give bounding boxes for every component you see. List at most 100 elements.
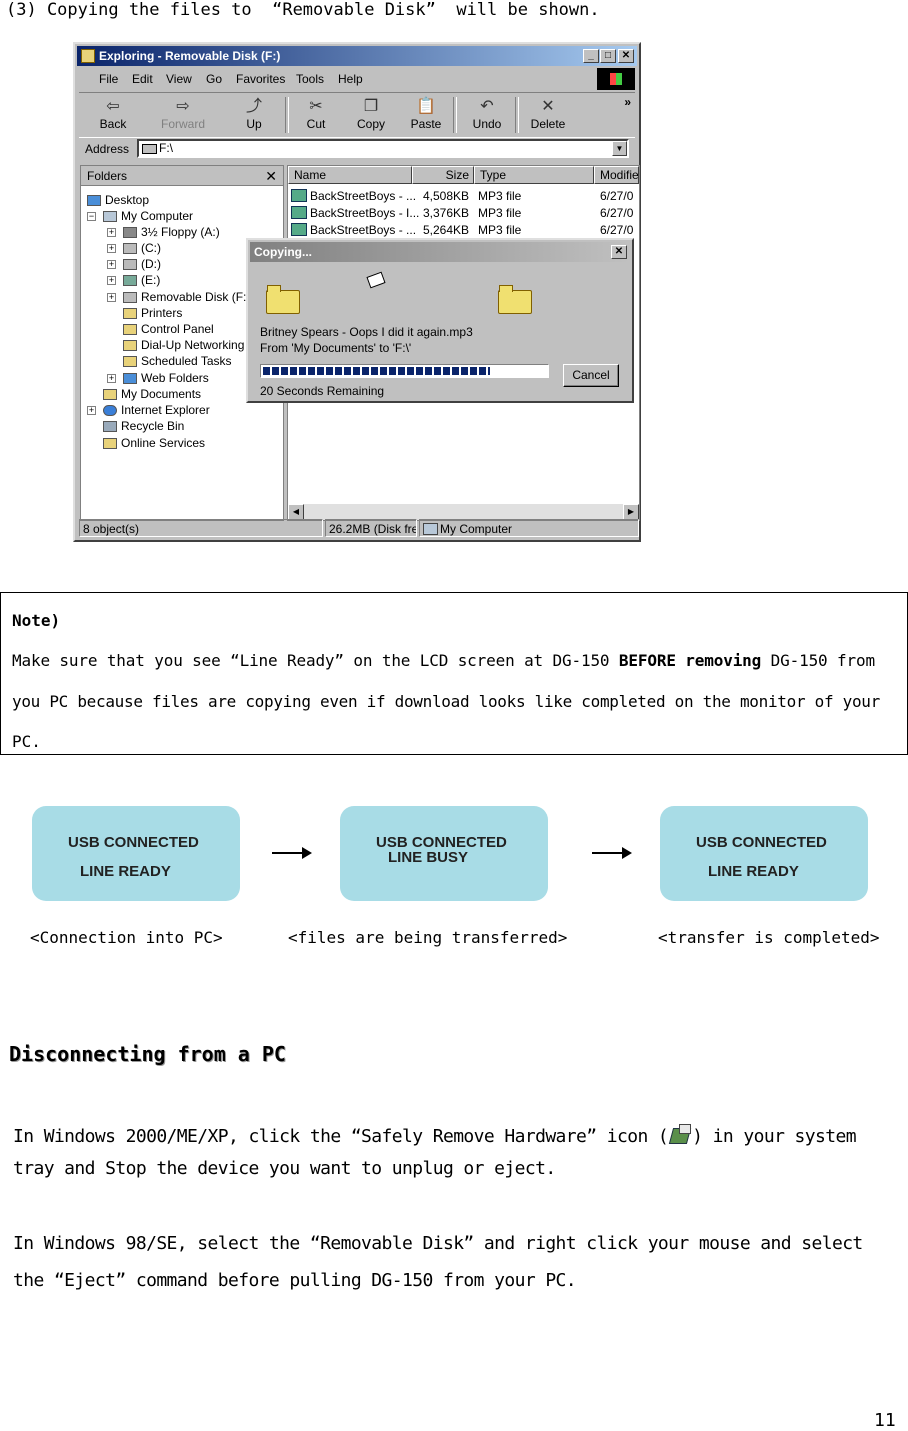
copying-from-to: From 'My Documents' to 'F:\' xyxy=(260,341,412,355)
tree-item-scheduled-tasks[interactable]: Scheduled Tasks xyxy=(123,354,232,368)
menu-file[interactable]: File xyxy=(99,72,119,86)
tree-item-dialup[interactable]: Dial-Up Networking xyxy=(123,338,244,352)
tree-item-recycle-bin[interactable]: Recycle Bin xyxy=(103,419,184,433)
tree-item-desktop[interactable]: Desktop xyxy=(87,193,149,207)
chevron-down-icon[interactable]: ▼ xyxy=(612,141,627,156)
close-button[interactable]: ✕ xyxy=(618,49,634,63)
cut-button[interactable]: ✂ Cut xyxy=(288,93,344,137)
tree-item-online-services[interactable]: Online Services xyxy=(103,436,205,450)
progress-bar xyxy=(260,364,549,378)
note-line-3: PC. xyxy=(12,732,41,751)
network-drive-icon xyxy=(123,275,137,286)
toolbar-separator xyxy=(285,97,289,133)
back-button[interactable]: ⇦ Back xyxy=(85,93,141,137)
address-input[interactable]: F:\ ▼ xyxy=(137,139,629,158)
expand-icon[interactable]: + xyxy=(107,373,116,383)
up-button[interactable]: ⤴Up xyxy=(226,93,282,137)
forward-button[interactable]: ⇨ Forward xyxy=(155,93,211,137)
scheduled-tasks-icon xyxy=(123,356,137,367)
copy-icon: ❐ xyxy=(363,98,379,115)
lcd-screen-connected: USB CONNECTED LINE READY xyxy=(32,806,240,901)
column-modified[interactable]: Modified xyxy=(594,166,639,184)
tree-item-floppy[interactable]: 3½ Floppy (A:) xyxy=(123,225,220,239)
folders-header: Folders ✕ xyxy=(81,166,283,186)
file-name: BackStreetBoys - I... xyxy=(310,206,420,220)
forward-arrow-icon: ⇨ xyxy=(176,98,190,115)
file-name: BackStreetBoys - ... xyxy=(310,189,417,203)
tree-item-removable-disk[interactable]: Removable Disk (F:) xyxy=(123,290,250,304)
address-label: Address xyxy=(85,142,130,156)
lcd-line-1: USB CONNECTED xyxy=(696,834,827,851)
caption-connection: <Connection into PC> xyxy=(30,928,223,947)
collapse-icon[interactable]: − xyxy=(87,211,96,221)
forward-label: Forward xyxy=(160,117,205,131)
scroll-left-icon[interactable]: ◀ xyxy=(288,504,304,520)
expand-icon[interactable]: + xyxy=(107,227,116,237)
address-value: F:\ xyxy=(159,141,173,155)
column-size[interactable]: Size xyxy=(412,166,474,184)
cut-label: Cut xyxy=(306,117,326,131)
arrow-right-icon xyxy=(592,847,632,859)
toolbar-more-chevron-icon[interactable]: » xyxy=(624,95,631,109)
scissors-icon: ✂ xyxy=(309,98,323,115)
expand-icon[interactable]: + xyxy=(107,292,116,302)
menu-view[interactable]: View xyxy=(166,72,192,86)
file-row[interactable]: BackStreetBoys - ... 5,264KB MP3 file 6/… xyxy=(288,221,639,238)
tree-item-web-folders[interactable]: Web Folders xyxy=(123,371,209,385)
tree-label: Printers xyxy=(141,306,183,320)
dialup-icon xyxy=(123,340,137,351)
control-panel-icon xyxy=(123,324,137,335)
tree-label: Web Folders xyxy=(141,371,209,385)
back-arrow-icon: ⇦ xyxy=(106,98,120,115)
copy-button[interactable]: ❐Copy xyxy=(343,93,399,137)
source-folder-icon xyxy=(266,285,300,314)
tree-item-my-documents[interactable]: My Documents xyxy=(103,387,201,401)
menu-favorites[interactable]: Favorites xyxy=(236,72,286,86)
tree-item-drive-e[interactable]: (E:) xyxy=(123,273,160,287)
tree-item-my-computer[interactable]: My Computer xyxy=(103,209,193,223)
maximize-button[interactable]: □ xyxy=(600,49,616,63)
minimize-button[interactable]: _ xyxy=(583,49,599,63)
drive-icon xyxy=(123,259,137,270)
tree-label: Removable Disk (F:) xyxy=(141,290,251,304)
copying-file-name: Britney Spears - Oops I did it again.mp3 xyxy=(260,325,473,339)
expand-icon[interactable]: + xyxy=(107,243,116,253)
expand-icon[interactable]: + xyxy=(107,275,116,285)
tree-item-control-panel[interactable]: Control Panel xyxy=(123,322,214,336)
column-name[interactable]: Name xyxy=(288,166,412,184)
paste-button[interactable]: 📋Paste xyxy=(398,93,454,137)
recycle-bin-icon xyxy=(103,421,117,432)
status-location: My Computer xyxy=(419,519,639,537)
close-button[interactable]: ✕ xyxy=(611,245,627,259)
menu-help[interactable]: Help xyxy=(338,72,363,86)
delete-button[interactable]: ✕Delete xyxy=(520,93,576,137)
file-type: MP3 file xyxy=(478,189,522,203)
close-icon[interactable]: ✕ xyxy=(265,168,277,184)
copying-dialog-title: Copying... xyxy=(254,245,312,259)
copying-dialog-title-bar: Copying... ✕ xyxy=(250,242,630,262)
tree-label: 3½ Floppy (A:) xyxy=(141,225,220,239)
menu-edit[interactable]: Edit xyxy=(132,72,153,86)
undo-button[interactable]: ↶Undo xyxy=(459,93,515,137)
column-type[interactable]: Type xyxy=(474,166,594,184)
tree-label: Dial-Up Networking xyxy=(141,338,245,352)
note-line-1-end: DG-150 from xyxy=(761,651,875,670)
expand-icon[interactable]: + xyxy=(87,405,96,415)
file-row[interactable]: BackStreetBoys - I... 3,376KB MP3 file 6… xyxy=(288,204,639,221)
tree-label: Recycle Bin xyxy=(121,419,185,433)
cancel-button[interactable]: Cancel xyxy=(563,364,619,387)
menu-tools[interactable]: Tools xyxy=(296,72,325,86)
expand-icon[interactable]: + xyxy=(107,259,116,269)
back-label: Back xyxy=(99,117,127,131)
tree-item-printers[interactable]: Printers xyxy=(123,306,182,320)
tree-item-internet-explorer[interactable]: Internet Explorer xyxy=(103,403,210,417)
undo-icon: ↶ xyxy=(480,98,494,115)
tree-item-drive-c[interactable]: (C:) xyxy=(123,241,161,255)
menu-go[interactable]: Go xyxy=(206,72,223,86)
file-row[interactable]: BackStreetBoys - ... 4,508KB MP3 file 6/… xyxy=(288,187,639,204)
tree-label: (D:) xyxy=(141,257,161,271)
up-label: Up xyxy=(246,117,262,131)
horizontal-scrollbar[interactable]: ◀ ▶ xyxy=(288,504,639,520)
tree-item-drive-d[interactable]: (D:) xyxy=(123,257,161,271)
scroll-right-icon[interactable]: ▶ xyxy=(623,504,639,520)
